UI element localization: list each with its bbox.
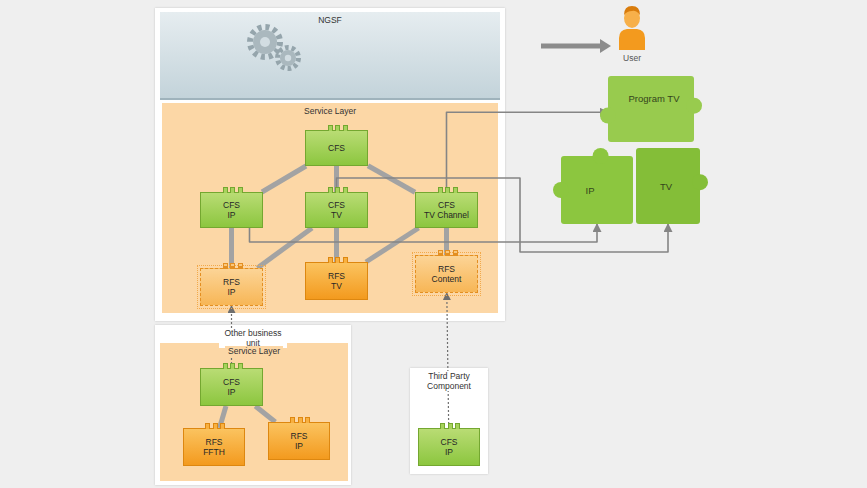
panel-title: Service Layer	[225, 346, 283, 356]
box-label: RFS	[206, 437, 223, 447]
header-band: NGSF	[160, 12, 500, 100]
cfs-box: CFSTV	[305, 192, 368, 228]
port-tab	[335, 125, 340, 131]
port-tab	[205, 423, 210, 429]
service-layer: Service LayerCFSIPRFSFFTHRFSIP	[160, 343, 348, 481]
port-tab	[328, 187, 333, 193]
port-tab	[453, 250, 458, 256]
puzzle-outline	[600, 68, 702, 150]
box-label: CFS	[328, 143, 345, 153]
rfs-box: RFSTV	[305, 262, 368, 300]
panel-title: Third Party Component	[415, 371, 483, 391]
box-label: CFS	[328, 200, 345, 210]
box-label: TV	[331, 281, 342, 291]
port-tab	[230, 263, 235, 269]
port-tab	[335, 257, 340, 263]
panel-title: NGSF	[315, 15, 345, 25]
box-label: CFS	[223, 200, 240, 210]
service-layer: Service LayerCFSCFSIPCFSTVCFSTV ChannelR…	[162, 103, 498, 313]
box-label: IP	[227, 387, 235, 397]
box-label: Content	[432, 274, 462, 284]
box-label: RFS	[291, 431, 308, 441]
box-label: IP	[295, 441, 303, 451]
puzzle-outline	[553, 148, 641, 232]
box-label: CFS	[441, 437, 458, 447]
port-tab	[230, 363, 235, 369]
cfs-box: CFSTV Channel	[415, 192, 478, 228]
panel-title: Service Layer	[301, 106, 359, 116]
port-tab	[335, 187, 340, 193]
port-tab	[343, 125, 348, 131]
box-label: RFS	[438, 264, 455, 274]
port-tab	[438, 187, 443, 193]
port-tab	[305, 417, 310, 423]
puzzle-piece: Program TV	[600, 68, 702, 150]
cfs-box: CFSIP	[200, 368, 263, 406]
puzzle-label: Program TV	[628, 93, 679, 104]
puzzle-label: TV	[660, 181, 672, 192]
port-tab	[445, 250, 450, 256]
cfs-box: CFSIP	[200, 192, 263, 228]
box-label: TV Channel	[424, 210, 469, 220]
unit-panel: Other business unitService LayerCFSIPRFS…	[155, 325, 351, 485]
puzzle-label: IP	[586, 185, 595, 196]
cfs-box: CFSIP	[418, 428, 480, 466]
port-tab	[440, 423, 445, 429]
port-tab	[238, 363, 243, 369]
box-label: CFS	[438, 200, 455, 210]
port-tab	[453, 187, 458, 193]
rfs-box: RFSFFTH	[183, 428, 245, 466]
box-label: RFS	[328, 271, 345, 281]
box-label: IP	[445, 447, 453, 457]
box-label: FFTH	[203, 447, 225, 457]
port-tab	[223, 263, 228, 269]
box-label: IP	[227, 287, 235, 297]
puzzle-piece: TV	[628, 140, 708, 232]
port-tab	[220, 423, 225, 429]
box-label: CFS	[223, 377, 240, 387]
rfs-box: RFSIP	[268, 422, 330, 460]
port-tab	[328, 125, 333, 131]
rfs-box: RFSContent	[415, 255, 478, 293]
port-tab	[230, 187, 235, 193]
flow-arrow	[541, 39, 611, 53]
cfs-box: CFS	[305, 130, 368, 166]
port-tab	[328, 257, 333, 263]
rfs-box: RFSIP	[200, 268, 263, 306]
box-label: TV	[331, 210, 342, 220]
port-tab	[290, 417, 295, 423]
box-label: IP	[227, 210, 235, 220]
port-tab	[298, 417, 303, 423]
user-icon	[619, 6, 645, 50]
port-tab	[438, 250, 443, 256]
port-tab	[213, 423, 218, 429]
port-tab	[448, 423, 453, 429]
port-tab	[223, 187, 228, 193]
port-tab	[445, 187, 450, 193]
port-tab	[238, 263, 243, 269]
box-label: RFS	[223, 277, 240, 287]
unit-panel: Third Party ComponentCFSIP	[410, 368, 488, 474]
icon-label: User	[612, 53, 652, 63]
port-tab	[343, 187, 348, 193]
port-tab	[223, 363, 228, 369]
port-tab	[343, 257, 348, 263]
port-tab	[455, 423, 460, 429]
port-tab	[238, 187, 243, 193]
puzzle-piece: IP	[553, 148, 641, 232]
